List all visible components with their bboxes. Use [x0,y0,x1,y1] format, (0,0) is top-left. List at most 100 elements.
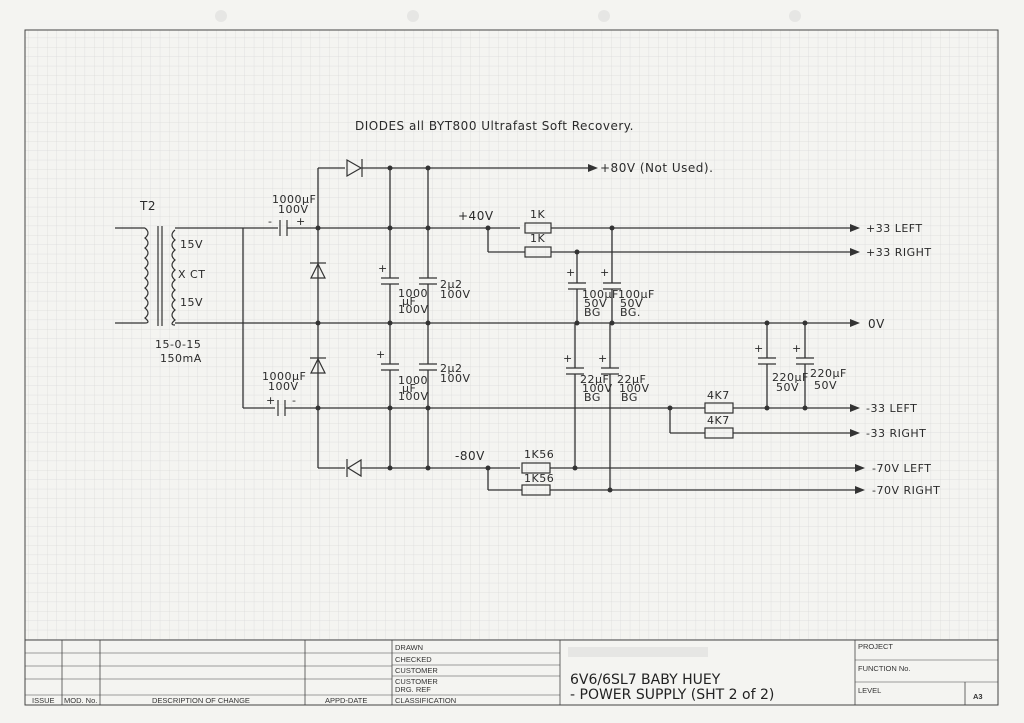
cap-220uf-a: + 220μF 50V [754,342,809,394]
svg-text:1K: 1K [530,232,545,245]
svg-text:DRG. REF: DRG. REF [395,685,431,694]
svg-text:50V: 50V [814,379,837,392]
minus33-left-label: -33 LEFT [866,402,917,415]
svg-text:220μF: 220μF [772,371,809,384]
field-function-no: FUNCTION No. [858,664,911,673]
cap-1000uf-bottom: + 1000 μF 100V [376,348,429,403]
cap-2u2-bottom: 2μ2 100V [419,362,471,385]
plus80-label: +80V (Not Used). [600,161,713,175]
cap-voltage: 100V [268,380,299,393]
cap-voltage: 100V [278,203,309,216]
coupling-cap-top: - + 1000μF 100V [268,193,318,236]
transformer-rating: 15-0-15 [155,338,201,351]
sheet-size: A3 [973,692,983,701]
field-project: PROJECT [858,642,893,651]
cap-value: 1000μF [272,193,316,206]
tap-label: X CT [178,268,205,281]
svg-text:BG: BG [584,391,601,404]
svg-text:1000: 1000 [398,287,428,300]
redacted-name [568,647,708,657]
binder-hole [407,10,419,22]
field-checked: CHECKED [395,655,432,664]
plus33-right-label: +33 RIGHT [866,246,932,259]
svg-text:22μF: 22μF [617,373,646,386]
binder-hole [598,10,610,22]
svg-text:100V: 100V [582,382,613,395]
coupling-cap-bottom: + - 1000μF 100V [262,370,318,416]
cap-22uf-a: + 22μF 100V BG [563,352,613,404]
svg-text:+: + [566,266,576,279]
drawing-title-line2: - POWER SUPPLY (SHT 2 of 2) [570,687,774,703]
svg-text:1K56: 1K56 [524,448,554,461]
svg-text:50V: 50V [620,297,643,310]
svg-text:1000: 1000 [398,374,428,387]
plus33-left-label: +33 LEFT [866,222,923,235]
zero-volt-label: 0V [868,317,885,331]
svg-text:+: + [376,348,386,361]
svg-text:100μF: 100μF [582,288,619,301]
svg-text:220μF: 220μF [810,367,847,380]
primary-winding [144,227,149,324]
transformer-ref: T2 [139,199,156,213]
transformer-t2: T2 15V X CT 15V 15-0-15 150mA [115,199,205,365]
svg-text:2μ2: 2μ2 [440,278,463,291]
secondary-winding [171,229,176,326]
svg-text:+: + [754,342,764,355]
plus40-label: +40V [458,209,494,223]
svg-text:+: + [296,215,306,228]
svg-text:-: - [268,215,272,228]
cap-22uf-b: + 22μF 100V BG [598,352,650,404]
cap-1000uf-top: + 1000 μF 100V [378,262,428,316]
binder-hole [215,10,227,22]
svg-text:100V: 100V [440,288,471,301]
svg-text:+: + [266,394,276,407]
title-block: ISSUE MOD. No. DESCRIPTION OF CHANGE APP… [24,639,999,706]
svg-text:50V: 50V [776,381,799,394]
svg-text:100V: 100V [440,372,471,385]
svg-text:+: + [598,352,608,365]
svg-text:BG: BG [584,306,601,319]
grid-area [24,29,999,641]
svg-text:4K7: 4K7 [707,389,730,402]
cap-100uf-a: + 100μF 50V BG [566,266,619,319]
svg-text:1K: 1K [530,208,545,221]
svg-text:100V: 100V [398,390,429,403]
field-level: LEVEL [858,686,881,695]
svg-text:+: + [563,352,573,365]
tap-label: 15V [180,296,203,309]
svg-text:100μF: 100μF [618,288,655,301]
svg-text:100V: 100V [619,382,650,395]
svg-text:μF: μF [402,382,416,395]
minus70-right-label: -70V RIGHT [872,484,940,497]
svg-text:1K56: 1K56 [524,472,554,485]
cap-220uf-b: + 220μF 50V [792,342,847,392]
svg-text:+: + [378,262,388,275]
minus80-label: -80V [455,449,485,463]
svg-text:+: + [792,342,802,355]
header-mod-no: MOD. No. [64,696,97,705]
svg-text:2μ2: 2μ2 [440,362,463,375]
header-appd-date: APPD-DATE [325,696,367,705]
header-issue: ISSUE [32,696,55,705]
diode-note: DIODES all BYT800 Ultrafast Soft Recover… [355,119,634,133]
svg-text:22μF: 22μF [580,373,609,386]
transformer-current: 150mA [160,352,202,365]
tap-label: 15V [180,238,203,251]
field-customer-drg-ref: CUSTOMER [395,677,438,686]
cap-2u2-top: 2μ2 100V [419,277,471,301]
svg-text:μF: μF [402,295,416,308]
field-classification: CLASSIFICATION [395,696,456,705]
binder-hole [789,10,801,22]
field-customer: CUSTOMER [395,666,438,675]
diode-string [310,262,326,374]
svg-text:BG.: BG. [620,306,641,319]
svg-text:4K7: 4K7 [707,414,730,427]
svg-text:BG: BG [621,391,638,404]
minus70-left-label: -70V LEFT [872,462,931,475]
field-drawn: DRAWN [395,643,423,652]
schematic: DIODES all BYT800 Ultrafast Soft Recover… [115,119,940,497]
drawing-title-line1: 6V6/6SL7 BABY HUEY [570,672,721,688]
cap-100uf-b: + 100μF 50V BG. [600,266,655,319]
svg-text:-: - [292,394,296,407]
